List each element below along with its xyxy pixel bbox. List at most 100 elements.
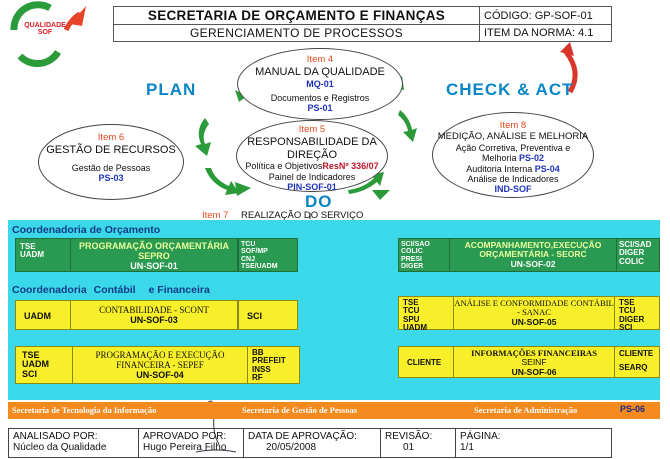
item4-code2: PS-01 xyxy=(307,103,333,114)
seinf-right-cliente: CLIENTE xyxy=(619,349,654,358)
seinf-left: CLIENTE xyxy=(398,346,454,378)
logo-arrows-icon xyxy=(10,1,86,68)
item4-ellipse: Item 4 MANUAL DA QUALIDADE MQ-01 Documen… xyxy=(237,48,403,120)
footer-data: DATA DE APROVAÇÃO: 20/05/2008 xyxy=(243,428,381,458)
seinf-right: CLIENTE SEARQ xyxy=(614,346,660,378)
sec-adm: Secretaria de Administração xyxy=(474,405,578,415)
sec-ti: Secretaria de Tecnologia da Informação xyxy=(12,405,157,415)
analisado-label: ANALISADO POR: xyxy=(13,431,98,442)
sanac-box: ANÁLISE E CONFORMIDADE CONTÁBIL - SANAC … xyxy=(453,296,615,330)
sepef-box: PROGRAMAÇÃO E EXECUÇÃO FINANCEIRA - SEPE… xyxy=(72,346,248,384)
item7-label: Item 7 xyxy=(202,210,229,221)
revisao-value: 01 xyxy=(403,442,415,453)
item7: Item 7 REALIZAÇÃO DO SERVIÇO xyxy=(202,210,363,221)
phase-do: DO xyxy=(305,192,333,211)
scont-title: CONTABILIDADE - SCONT xyxy=(99,305,209,315)
footer-revisao: REVISÃO: 01 xyxy=(380,428,456,458)
item8-code2: PS-02 xyxy=(519,153,545,164)
item7-title: REALIZAÇÃO DO SERVIÇO xyxy=(241,210,364,221)
orc-left-small: TSE UADM xyxy=(15,238,71,272)
item8-line1: Ação Corretiva, Preventiva e xyxy=(455,142,571,153)
item5-line1: Política e Objetivos xyxy=(245,161,323,172)
sec-gp: Secretaria de Gestão de Pessoas xyxy=(242,405,358,415)
orc-right-small: TCU SOF/MP CNJ TSE/UADM xyxy=(238,238,298,272)
item5-title-2: DIREÇÃO xyxy=(286,148,338,161)
scont-right: SCI xyxy=(238,300,298,330)
logo-text-1: QUALIDADE xyxy=(24,22,66,29)
acomp-right-small: SCI/SAD DIGER COLIC xyxy=(616,238,660,272)
document-code: CÓDIGO: GP-SOF-01 xyxy=(479,6,612,25)
item4-line2: Documentos e Registros xyxy=(270,92,370,103)
prog-sub: SEPRO xyxy=(138,251,170,261)
acomp-left-small: SCI/SAO COLIC PRESI DIGER xyxy=(398,238,450,272)
sanac-code: UN-SOF-05 xyxy=(511,316,557,327)
pagina-label: PÁGINA: xyxy=(460,431,501,442)
coord-contabil-label: Coordenadoria Contábil e Financeira xyxy=(12,284,210,296)
item5-resolution: ResNº 336/07 xyxy=(322,161,379,172)
item5-code: PIN-SOF-01 xyxy=(287,181,337,192)
item6-ellipse: Item 6 GESTÃO DE RECURSOS Gestão de Pess… xyxy=(38,124,184,200)
item8-title: MEDIÇÃO, ANÁLISE E MELHORIA xyxy=(437,130,589,142)
coord-contabil-a: Coordenadoria xyxy=(12,284,87,296)
sepef-right: BB PREFEIT INSS RF xyxy=(247,346,300,384)
prog-title: PROGRAMAÇÃO ORÇAMENTÁRIA xyxy=(79,241,229,251)
item8-code4: IND-SOF xyxy=(494,184,532,195)
item8-line2: Melhoria xyxy=(481,153,517,164)
item6-title: GESTÃO DE RECURSOS xyxy=(46,143,176,156)
sanac-left: TSE TCU SPU UADM xyxy=(398,296,454,332)
aprovado-label: APROVADO POR: xyxy=(143,431,227,442)
seinf-sub: SEINF xyxy=(521,357,547,368)
scont-left: UADM xyxy=(15,300,71,330)
pagina-value: 1/1 xyxy=(460,442,474,453)
footer-pagina: PÁGINA: 1/1 xyxy=(455,428,612,458)
scont-box: CONTABILIDADE - SCONT UN-SOF-03 xyxy=(70,300,238,330)
sanac-title: ANÁLISE E CONFORMIDADE CONTÁBIL - SANAC xyxy=(454,298,614,318)
item8-code3: PS-04 xyxy=(534,163,560,174)
item6-code: PS-03 xyxy=(98,172,124,183)
item8-ellipse: Item 8 MEDIÇÃO, ANÁLISE E MELHORIA Ação … xyxy=(432,112,594,198)
acomp-box: ACOMPANHAMENTO,EXECUÇÃO ORÇAMENTÁRIA - S… xyxy=(449,238,617,272)
item8-line4: Análise de Indicadores xyxy=(467,173,559,184)
item6-label: Item 6 xyxy=(97,132,125,143)
secretarias-bar xyxy=(8,402,660,419)
seinf-box: INFORMAÇÕES FINANCEIRAS SEINF UN-SOF-06 xyxy=(453,346,615,378)
item8-line3: Auditoria Interna xyxy=(466,163,533,174)
phase-check-act: CHECK & ACT xyxy=(446,80,574,99)
seinf-code: UN-SOF-06 xyxy=(511,366,557,377)
seinf-right-searq: SEARQ xyxy=(619,363,648,373)
sepef-left: TSE UADM SCI xyxy=(15,346,73,384)
item4-title: MANUAL DA QUALIDADE xyxy=(255,65,385,78)
item5-ellipse: Item 5 RESPONSABILIDADE DA DIREÇÃO Polít… xyxy=(236,120,388,192)
coord-contabil-b: Contábil xyxy=(93,284,136,296)
prog-orcamentaria-box: PROGRAMAÇÃO ORÇAMENTÁRIA SEPRO UN-SOF-01 xyxy=(70,238,238,272)
acomp-code: UN-SOF-02 xyxy=(510,258,556,269)
data-label: DATA DE APROVAÇÃO: xyxy=(248,431,357,442)
norm-item: ITEM DA NORMA: 4.1 xyxy=(479,24,612,42)
seinf-title: INFORMAÇÕES FINANCEIRAS xyxy=(471,348,597,358)
item8-label: Item 8 xyxy=(499,120,527,131)
footer-analisado: ANALISADO POR: Núcleo da Qualidade xyxy=(8,428,139,458)
page-subtitle: GERENCIAMENTO DE PROCESSOS xyxy=(113,24,480,42)
sec-ps: PS-06 xyxy=(620,404,646,414)
scont-code: UN-SOF-03 xyxy=(130,315,178,325)
logo-text-2: SOF xyxy=(37,29,53,36)
coord-contabil-c: e Financeira xyxy=(148,284,210,296)
phase-plan: PLAN xyxy=(146,80,197,99)
item4-label: Item 4 xyxy=(306,54,334,65)
item4-code: MQ-01 xyxy=(306,78,334,89)
footer-aprovado: APROVADO POR: Hugo Pereira Filho xyxy=(138,428,244,458)
coord-orcamento-label: Coordenadoria de Orçamento xyxy=(12,224,161,236)
data-value: 20/05/2008 xyxy=(266,442,317,453)
prog-code: UN-SOF-01 xyxy=(130,261,178,271)
sepef-title: PROGRAMAÇÃO E EXECUÇÃO FINANCEIRA - SEPE… xyxy=(95,350,225,370)
analisado-value: Núcleo da Qualidade xyxy=(13,442,107,453)
logo: QUALIDADE SOF xyxy=(10,22,80,36)
item5-line2: Painel de Indicadores xyxy=(268,171,356,182)
revisao-label: REVISÃO: xyxy=(385,431,433,442)
item6-line1: Gestão de Pessoas xyxy=(71,162,151,173)
aprovado-value: Hugo Pereira Filho xyxy=(143,442,227,453)
item5-title-1: RESPONSABILIDADE DA xyxy=(247,135,377,148)
acomp-title: ACOMPANHAMENTO,EXECUÇÃO ORÇAMENTÁRIA - S… xyxy=(464,240,602,260)
sepef-code: UN-SOF-04 xyxy=(136,370,184,380)
page-title: SECRETARIA DE ORÇAMENTO E FINANÇAS xyxy=(113,6,480,25)
